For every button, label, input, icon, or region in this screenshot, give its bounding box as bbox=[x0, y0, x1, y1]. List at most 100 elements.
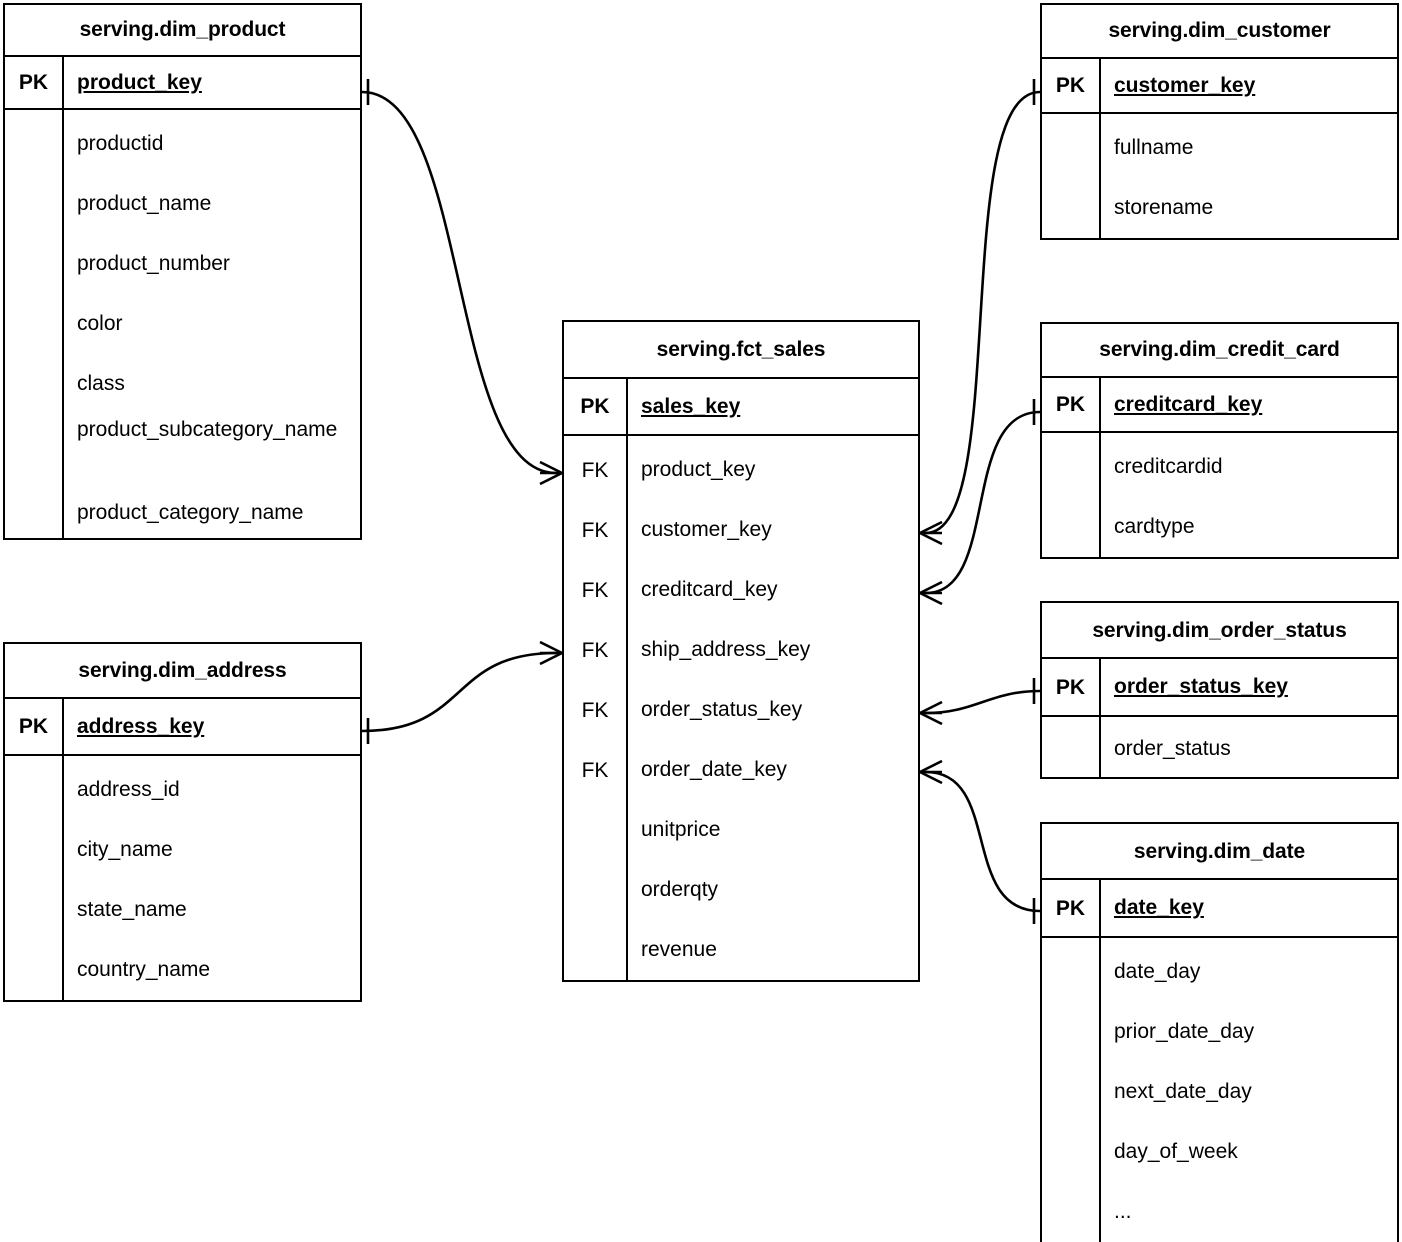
attribute-row: city_name bbox=[77, 837, 173, 861]
pk-label-dim-address: PK bbox=[5, 699, 64, 754]
fk-label: FK bbox=[581, 518, 609, 542]
entity-dim-customer[interactable]: serving.dim_customer PK customer_key ful… bbox=[1040, 3, 1399, 240]
attribute-row: class bbox=[77, 371, 125, 395]
key-gutter-dim-product bbox=[5, 110, 64, 538]
attributes-block-dim-credit-card: creditcardid cardtype bbox=[1042, 433, 1397, 557]
entity-title-dim-product: serving.dim_product bbox=[5, 5, 360, 57]
measure-row: revenue bbox=[641, 937, 717, 961]
attribute-row: creditcardid bbox=[1114, 454, 1223, 478]
attributes-block-dim-product: productid product_name product_number co… bbox=[5, 110, 360, 538]
attribute-row: day_of_week bbox=[1114, 1139, 1238, 1163]
attribute-row: prior_date_day bbox=[1114, 1019, 1255, 1043]
relationship-line-date bbox=[925, 770, 1041, 913]
key-gutter-dim-address bbox=[5, 756, 64, 1000]
key-gutter-dim-order-status bbox=[1042, 717, 1101, 777]
pk-row-dim-address: PK address_key bbox=[5, 699, 360, 756]
attribute-row: date_day bbox=[1114, 959, 1201, 983]
measure-row: unitprice bbox=[641, 817, 721, 841]
entity-fct-sales[interactable]: serving.fct_sales PK sales_key FK FK FK … bbox=[562, 320, 920, 982]
fk-label: FK bbox=[581, 638, 609, 662]
pk-field-dim-address: address_key bbox=[77, 714, 205, 738]
pk-field-dim-product: product_key bbox=[77, 70, 202, 94]
attribute-list-dim-address: address_id city_name state_name country_… bbox=[64, 756, 360, 1000]
pk-label-dim-product: PK bbox=[5, 56, 64, 108]
measure-row: orderqty bbox=[641, 877, 719, 901]
cardinality-many-product bbox=[539, 460, 563, 486]
fk-label: FK bbox=[581, 698, 609, 722]
cardinality-many-address bbox=[539, 640, 563, 666]
pk-row-dim-customer: PK customer_key bbox=[1042, 58, 1397, 114]
attribute-row: country_name bbox=[77, 957, 211, 981]
entity-dim-date[interactable]: serving.dim_date PK date_key date_day pr… bbox=[1040, 822, 1399, 1242]
relationship-line-creditcard bbox=[925, 410, 1041, 595]
attributes-block-dim-address: address_id city_name state_name country_… bbox=[5, 756, 360, 1000]
entity-dim-address[interactable]: serving.dim_address PK address_key addre… bbox=[3, 642, 362, 1002]
pk-row-dim-credit-card: PK creditcard_key bbox=[1042, 377, 1397, 433]
fk-label-column-fct-sales: FK FK FK FK FK FK bbox=[564, 436, 628, 980]
attribute-row: product_subcategory_name bbox=[77, 418, 338, 441]
cardinality-many-date bbox=[919, 759, 943, 785]
entity-title-dim-address: serving.dim_address bbox=[5, 644, 360, 700]
attribute-list-dim-product: productid product_name product_number co… bbox=[64, 110, 360, 538]
attributes-block-dim-customer: fullname storename bbox=[1042, 114, 1397, 238]
cardinality-many-creditcard bbox=[919, 580, 943, 606]
fk-field-row: product_key bbox=[641, 457, 756, 481]
attribute-list-dim-customer: fullname storename bbox=[1101, 114, 1397, 238]
attribute-row: color bbox=[77, 311, 123, 335]
attribute-row: cardtype bbox=[1114, 514, 1195, 538]
relationship-line-product bbox=[361, 90, 557, 475]
pk-row-fct-sales: PK sales_key bbox=[564, 379, 918, 436]
attribute-row: productid bbox=[77, 131, 164, 155]
cardinality-many-customer bbox=[919, 520, 943, 546]
relationship-line-orderstatus bbox=[925, 689, 1041, 715]
fk-field-row: customer_key bbox=[641, 517, 772, 541]
entity-title-fct-sales: serving.fct_sales bbox=[564, 322, 918, 379]
pk-field-fct-sales: sales_key bbox=[641, 394, 741, 418]
fk-field-row: order_status_key bbox=[641, 697, 803, 721]
pk-label-fct-sales: PK bbox=[564, 379, 628, 434]
entity-dim-order-status[interactable]: serving.dim_order_status PK order_status… bbox=[1040, 601, 1399, 779]
relationship-line-customer bbox=[925, 90, 1041, 535]
pk-field-dim-date: date_key bbox=[1114, 896, 1204, 920]
pk-field-dim-order-status: order_status_key bbox=[1114, 675, 1288, 699]
fk-field-row: ship_address_key bbox=[641, 637, 811, 661]
attribute-row: order_status bbox=[1114, 736, 1231, 760]
entity-title-dim-order-status: serving.dim_order_status bbox=[1042, 603, 1397, 660]
relationship-line-address bbox=[361, 651, 557, 733]
fk-field-row: creditcard_key bbox=[641, 577, 778, 601]
attribute-row: ... bbox=[1114, 1199, 1132, 1223]
fk-label: FK bbox=[581, 758, 609, 782]
entity-title-dim-date: serving.dim_date bbox=[1042, 824, 1397, 881]
attribute-row: fullname bbox=[1114, 135, 1194, 159]
attributes-block-dim-order-status: order_status bbox=[1042, 717, 1397, 777]
attribute-list-fct-sales: product_key customer_key creditcard_key … bbox=[628, 436, 918, 980]
pk-label-dim-order-status: PK bbox=[1042, 659, 1101, 715]
pk-label-dim-date: PK bbox=[1042, 880, 1101, 936]
pk-label-dim-credit-card: PK bbox=[1042, 377, 1101, 431]
entity-dim-product[interactable]: serving.dim_product PK product_key produ… bbox=[3, 3, 362, 540]
attribute-list-dim-order-status: order_status bbox=[1101, 717, 1397, 777]
cardinality-many-orderstatus bbox=[919, 700, 943, 726]
attribute-list-dim-date: date_day prior_date_day next_date_day da… bbox=[1101, 938, 1397, 1242]
fk-field-row: order_date_key bbox=[641, 757, 787, 781]
attribute-row: product_number bbox=[77, 251, 230, 275]
pk-field-dim-customer: customer_key bbox=[1114, 73, 1256, 97]
attribute-row: product_category_name bbox=[77, 500, 304, 524]
key-gutter-dim-customer bbox=[1042, 114, 1101, 238]
attribute-row: next_date_day bbox=[1114, 1079, 1252, 1103]
entity-title-dim-customer: serving.dim_customer bbox=[1042, 5, 1397, 59]
pk-label-dim-customer: PK bbox=[1042, 58, 1101, 112]
entity-dim-credit-card[interactable]: serving.dim_credit_card PK creditcard_ke… bbox=[1040, 322, 1399, 559]
fk-label: FK bbox=[581, 458, 609, 482]
entity-title-dim-credit-card: serving.dim_credit_card bbox=[1042, 324, 1397, 378]
attribute-row: product_name bbox=[77, 191, 212, 215]
attributes-block-fct-sales: FK FK FK FK FK FK product_key customer_k… bbox=[564, 436, 918, 980]
pk-row-dim-order-status: PK order_status_key bbox=[1042, 659, 1397, 717]
key-gutter-dim-credit-card bbox=[1042, 433, 1101, 557]
attribute-row: state_name bbox=[77, 897, 187, 921]
fk-label: FK bbox=[581, 578, 609, 602]
pk-row-dim-date: PK date_key bbox=[1042, 880, 1397, 938]
pk-row-dim-product: PK product_key bbox=[5, 56, 360, 110]
attribute-row: storename bbox=[1114, 195, 1214, 219]
